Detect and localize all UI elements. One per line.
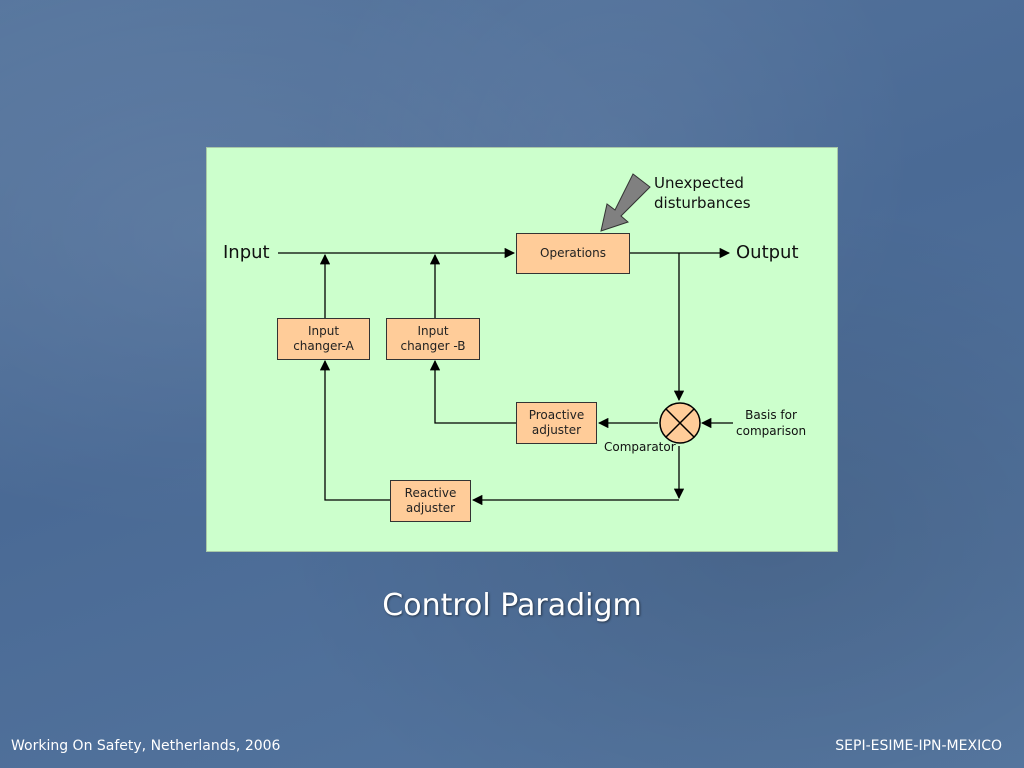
input-changer-b-box: Input changer -B <box>386 318 480 360</box>
reactive-adjuster-box: Reactive adjuster <box>390 480 471 522</box>
comparator-symbol <box>659 402 701 444</box>
input-label: Input <box>223 242 270 263</box>
basis-label: Basis for comparison <box>736 408 807 438</box>
footer-left: Working On Safety, Netherlands, 2006 <box>11 738 281 754</box>
input-changer-a-label: Input changer-A <box>293 324 354 353</box>
footer-right: SEPI-ESIME-IPN-MEXICO <box>835 738 1002 754</box>
reactive-to-a-line <box>319 359 390 501</box>
input-changer-b-label: Input changer -B <box>400 324 466 353</box>
operations-box: Operations <box>516 233 630 274</box>
operations-label: Operations <box>540 246 606 260</box>
proactive-to-b-line <box>429 359 516 424</box>
proactive-adjuster-box: Proactive adjuster <box>516 402 597 444</box>
slide-title: Control Paradigm <box>382 588 642 623</box>
proactive-adjuster-label: Proactive adjuster <box>528 408 585 437</box>
disturbance-arrow <box>600 173 651 232</box>
input-changer-a-box: Input changer-A <box>277 318 370 360</box>
reactive-adjuster-label: Reactive adjuster <box>404 486 457 515</box>
disturbance-label: Unexpected disturbances <box>654 174 751 212</box>
output-label: Output <box>736 242 799 263</box>
comparator-label: Comparator <box>604 440 676 454</box>
